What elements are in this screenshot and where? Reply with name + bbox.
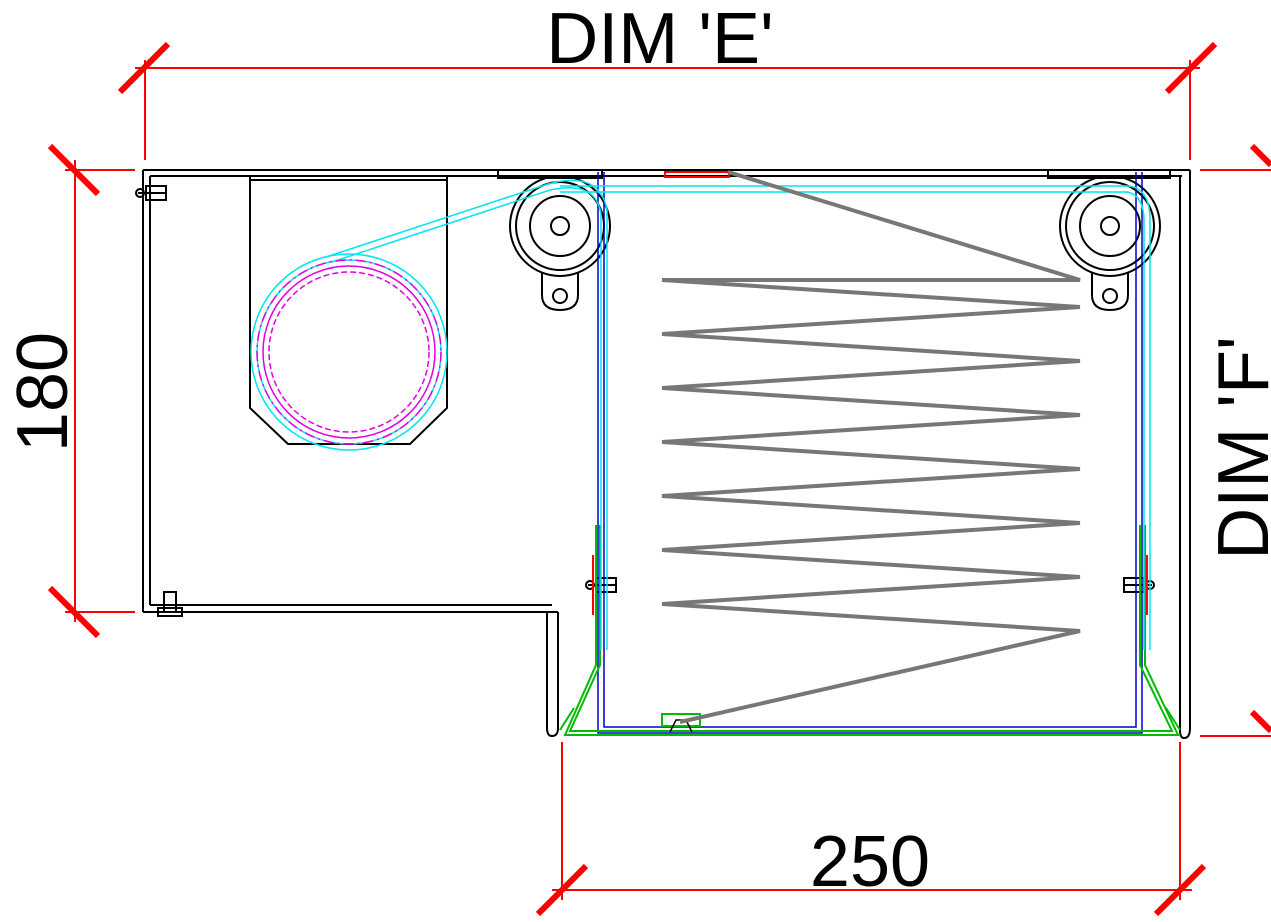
roller-left-core [529, 195, 591, 257]
belt-pulley-inner [256, 259, 442, 445]
roller-right-lug-hole [1102, 288, 1118, 304]
dimension-lines [47, 41, 1271, 917]
fastener-bottom-left [157, 591, 195, 617]
liner-tab-left [559, 707, 575, 731]
roller-left-outer [509, 175, 611, 277]
fastener-top-left [135, 185, 167, 201]
frame-outer [597, 172, 1143, 734]
roller-left-lug-hole [552, 288, 568, 304]
dim-180-tick-bottom [47, 585, 101, 639]
top-marker [664, 171, 730, 178]
dim-250-tick-right [1153, 863, 1207, 917]
roller-left-axle [550, 216, 570, 236]
liner-clip [661, 713, 701, 727]
dim-f-tick-bottom [1249, 709, 1271, 734]
roller-right-core [1079, 195, 1141, 257]
roll-core [256, 259, 442, 445]
roller-right-outer [1059, 175, 1161, 277]
roll-outer [262, 265, 436, 439]
red-markers [592, 171, 1148, 615]
right-wall-outer [1179, 170, 1191, 740]
dim-250-tick-left [535, 863, 589, 917]
housing-outline [135, 169, 1191, 740]
dim-e-label: DIM 'E' [546, 0, 774, 79]
belt-right-inner [1125, 191, 1145, 650]
roll-inner [268, 271, 430, 433]
folded-curtain [661, 170, 1081, 724]
roller-right-lug [1091, 272, 1129, 312]
belt-loop-outer [547, 179, 608, 650]
bracket-plate-left [497, 169, 603, 179]
bracket-plate-right [1047, 169, 1171, 179]
belt-pulley [250, 253, 448, 451]
dim-180-tick-top [47, 143, 101, 197]
step-drop-outer [546, 612, 559, 738]
roller-left-lug [541, 272, 579, 312]
liner [559, 525, 1181, 736]
dim-f-tick-top [1249, 143, 1271, 168]
dim-e-tick-left [117, 41, 171, 95]
belt-span-upper [325, 183, 549, 258]
dim-180-label: 180 [3, 332, 83, 452]
dim-e-tick-right [1164, 41, 1218, 95]
belt-span-lower [331, 189, 551, 263]
fabric-roll [256, 259, 442, 445]
belt [250, 179, 1151, 650]
liner-path [563, 525, 1180, 736]
frame-inner [603, 172, 1137, 728]
belt-right-outer [1127, 185, 1151, 650]
liner-tab-right [1165, 707, 1181, 731]
roller-right-axle [1100, 216, 1120, 236]
roller-right-mid [1065, 181, 1155, 271]
frame [597, 172, 1143, 734]
dim-250-label: 250 [810, 822, 930, 902]
liner-path-inner [568, 525, 1174, 732]
dim-f-label: DIM 'F' [1204, 336, 1271, 559]
